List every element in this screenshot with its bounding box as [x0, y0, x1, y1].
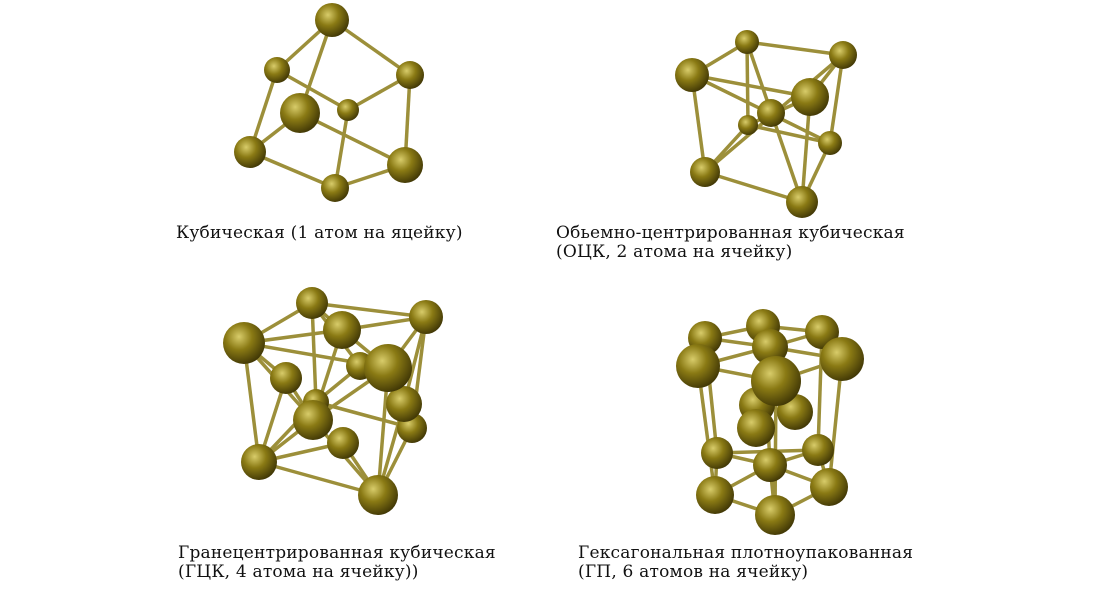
- atom-sphere: [337, 99, 359, 121]
- hcp-label: Гексагональная плотноупакованная (ГП, 6 …: [578, 544, 913, 582]
- atom-sphere: [755, 495, 795, 535]
- bond-rod: [745, 41, 750, 126]
- bond-rod: [310, 302, 318, 403]
- atom-sphere: [358, 475, 398, 515]
- bond-rod: [746, 40, 844, 57]
- atom-sphere: [280, 93, 320, 133]
- bond-rod: [258, 460, 379, 497]
- atom-sphere: [364, 344, 412, 392]
- atom-sphere: [264, 57, 290, 83]
- atom-sphere: [701, 437, 733, 469]
- atom-sphere: [315, 3, 349, 37]
- atom-sphere: [810, 468, 848, 506]
- atom-sphere: [270, 362, 302, 394]
- label-line: (ОЦК, 2 атома на ячейку): [556, 242, 793, 262]
- label-line: Гексагональная плотноупакованная: [578, 543, 914, 563]
- label-line: (ГП, 6 атомов на ячейку): [578, 562, 809, 582]
- atom-sphere: [296, 287, 328, 319]
- atom-sphere: [676, 344, 720, 388]
- atom-sphere: [293, 400, 333, 440]
- atom-sphere: [675, 58, 709, 92]
- bond-rod: [816, 331, 824, 451]
- simple-cubic-label: Кубическая (1 атом на яцейку): [176, 224, 463, 243]
- label-line: Обьемно-центрированная кубическая: [556, 223, 905, 243]
- atom-sphere: [690, 157, 720, 187]
- atom-sphere: [321, 174, 349, 202]
- atom-sphere: [751, 356, 801, 406]
- atom-sphere: [753, 448, 787, 482]
- bond-rod: [704, 170, 803, 204]
- bond-rod: [747, 123, 831, 145]
- bcc-lattice: [675, 30, 857, 218]
- hcp-lattice: [676, 309, 864, 535]
- fcc-label: Гранецентрированная кубическая (ГЦК, 4 а…: [178, 544, 496, 582]
- label-line: Гранецентрированная кубическая: [178, 543, 496, 563]
- atom-sphere: [791, 78, 829, 116]
- simple-cubic-lattice: [234, 3, 424, 202]
- bond-rod: [828, 54, 845, 144]
- label-line: Кубическая (1 атом на яцейку): [176, 223, 463, 243]
- atom-sphere: [820, 337, 864, 381]
- atom-sphere: [752, 329, 788, 365]
- atom-sphere: [757, 99, 785, 127]
- atom-sphere: [387, 147, 423, 183]
- atom-sphere: [323, 311, 361, 349]
- atom-sphere: [737, 409, 775, 447]
- fcc-lattice: [223, 287, 443, 515]
- atom-sphere: [738, 115, 758, 135]
- atom-sphere: [802, 434, 834, 466]
- bcc-label: Обьемно-центрированная кубическая (ОЦК, …: [556, 224, 905, 262]
- atom-sphere: [818, 131, 842, 155]
- bond-rod: [276, 68, 349, 112]
- atom-sphere: [829, 41, 857, 69]
- atom-sphere: [241, 444, 277, 480]
- atom-sphere: [786, 186, 818, 218]
- atom-sphere: [386, 386, 422, 422]
- atom-sphere: [735, 30, 759, 54]
- atom-sphere: [409, 300, 443, 334]
- atom-sphere: [327, 427, 359, 459]
- atom-sphere: [234, 136, 266, 168]
- atom-sphere: [223, 322, 265, 364]
- bond-rod: [691, 73, 811, 99]
- atom-sphere: [696, 476, 734, 514]
- label-line: (ГЦК, 4 атома на ячейку)): [178, 562, 419, 582]
- bond-rod: [311, 301, 427, 319]
- atom-sphere: [396, 61, 424, 89]
